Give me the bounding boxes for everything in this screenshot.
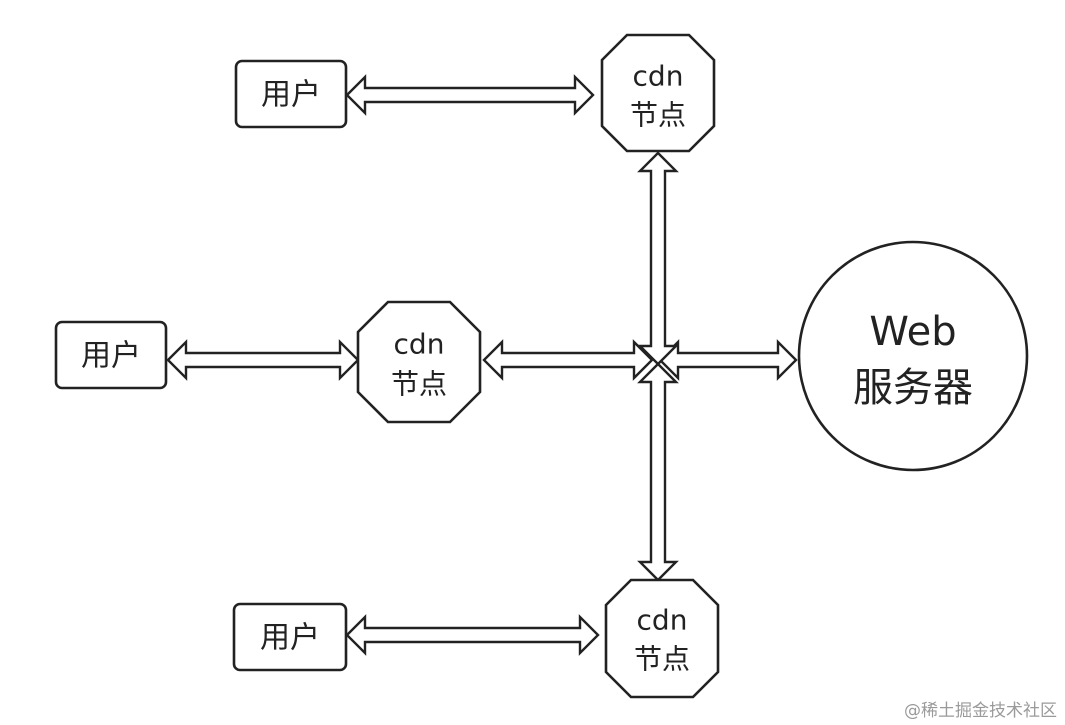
cdn-sub-label: 节点 — [391, 368, 447, 401]
user-node-bottom: 用户 — [232, 602, 348, 672]
cdn-node-top: cdn 节点 — [600, 33, 716, 153]
user-node-top: 用户 — [234, 59, 348, 129]
user-label: 用户 — [261, 78, 321, 113]
cdn-label: cdn — [637, 604, 688, 637]
cdn-sub-label: 节点 — [630, 99, 686, 132]
server-label: Web — [869, 309, 956, 355]
arrow-user-bottom-cdn-bottom — [345, 614, 600, 656]
cdn-node-middle: cdn 节点 — [356, 300, 482, 424]
arrow-hub-server — [658, 339, 798, 381]
cdn-sub-label: 节点 — [634, 643, 690, 676]
server-sub-label: 服务器 — [853, 365, 973, 411]
web-server-node: Web 服务器 — [797, 240, 1029, 472]
user-label: 用户 — [260, 621, 320, 656]
arrow-cdn-middle-hub — [482, 339, 654, 381]
cdn-node-bottom: cdn 节点 — [604, 578, 720, 699]
cdn-label: cdn — [394, 328, 445, 361]
cdn-label: cdn — [633, 60, 684, 93]
user-node-middle: 用户 — [54, 320, 168, 390]
watermark-text: @稀土掘金技术社区 — [904, 701, 1057, 721]
arrow-user-top-cdn-top — [345, 74, 595, 116]
arrow-user-middle-cdn-middle — [166, 339, 360, 381]
arrow-hub-cdn-bottom — [637, 362, 679, 582]
user-label: 用户 — [81, 339, 141, 374]
arrow-cdn-top-hub — [637, 151, 679, 366]
